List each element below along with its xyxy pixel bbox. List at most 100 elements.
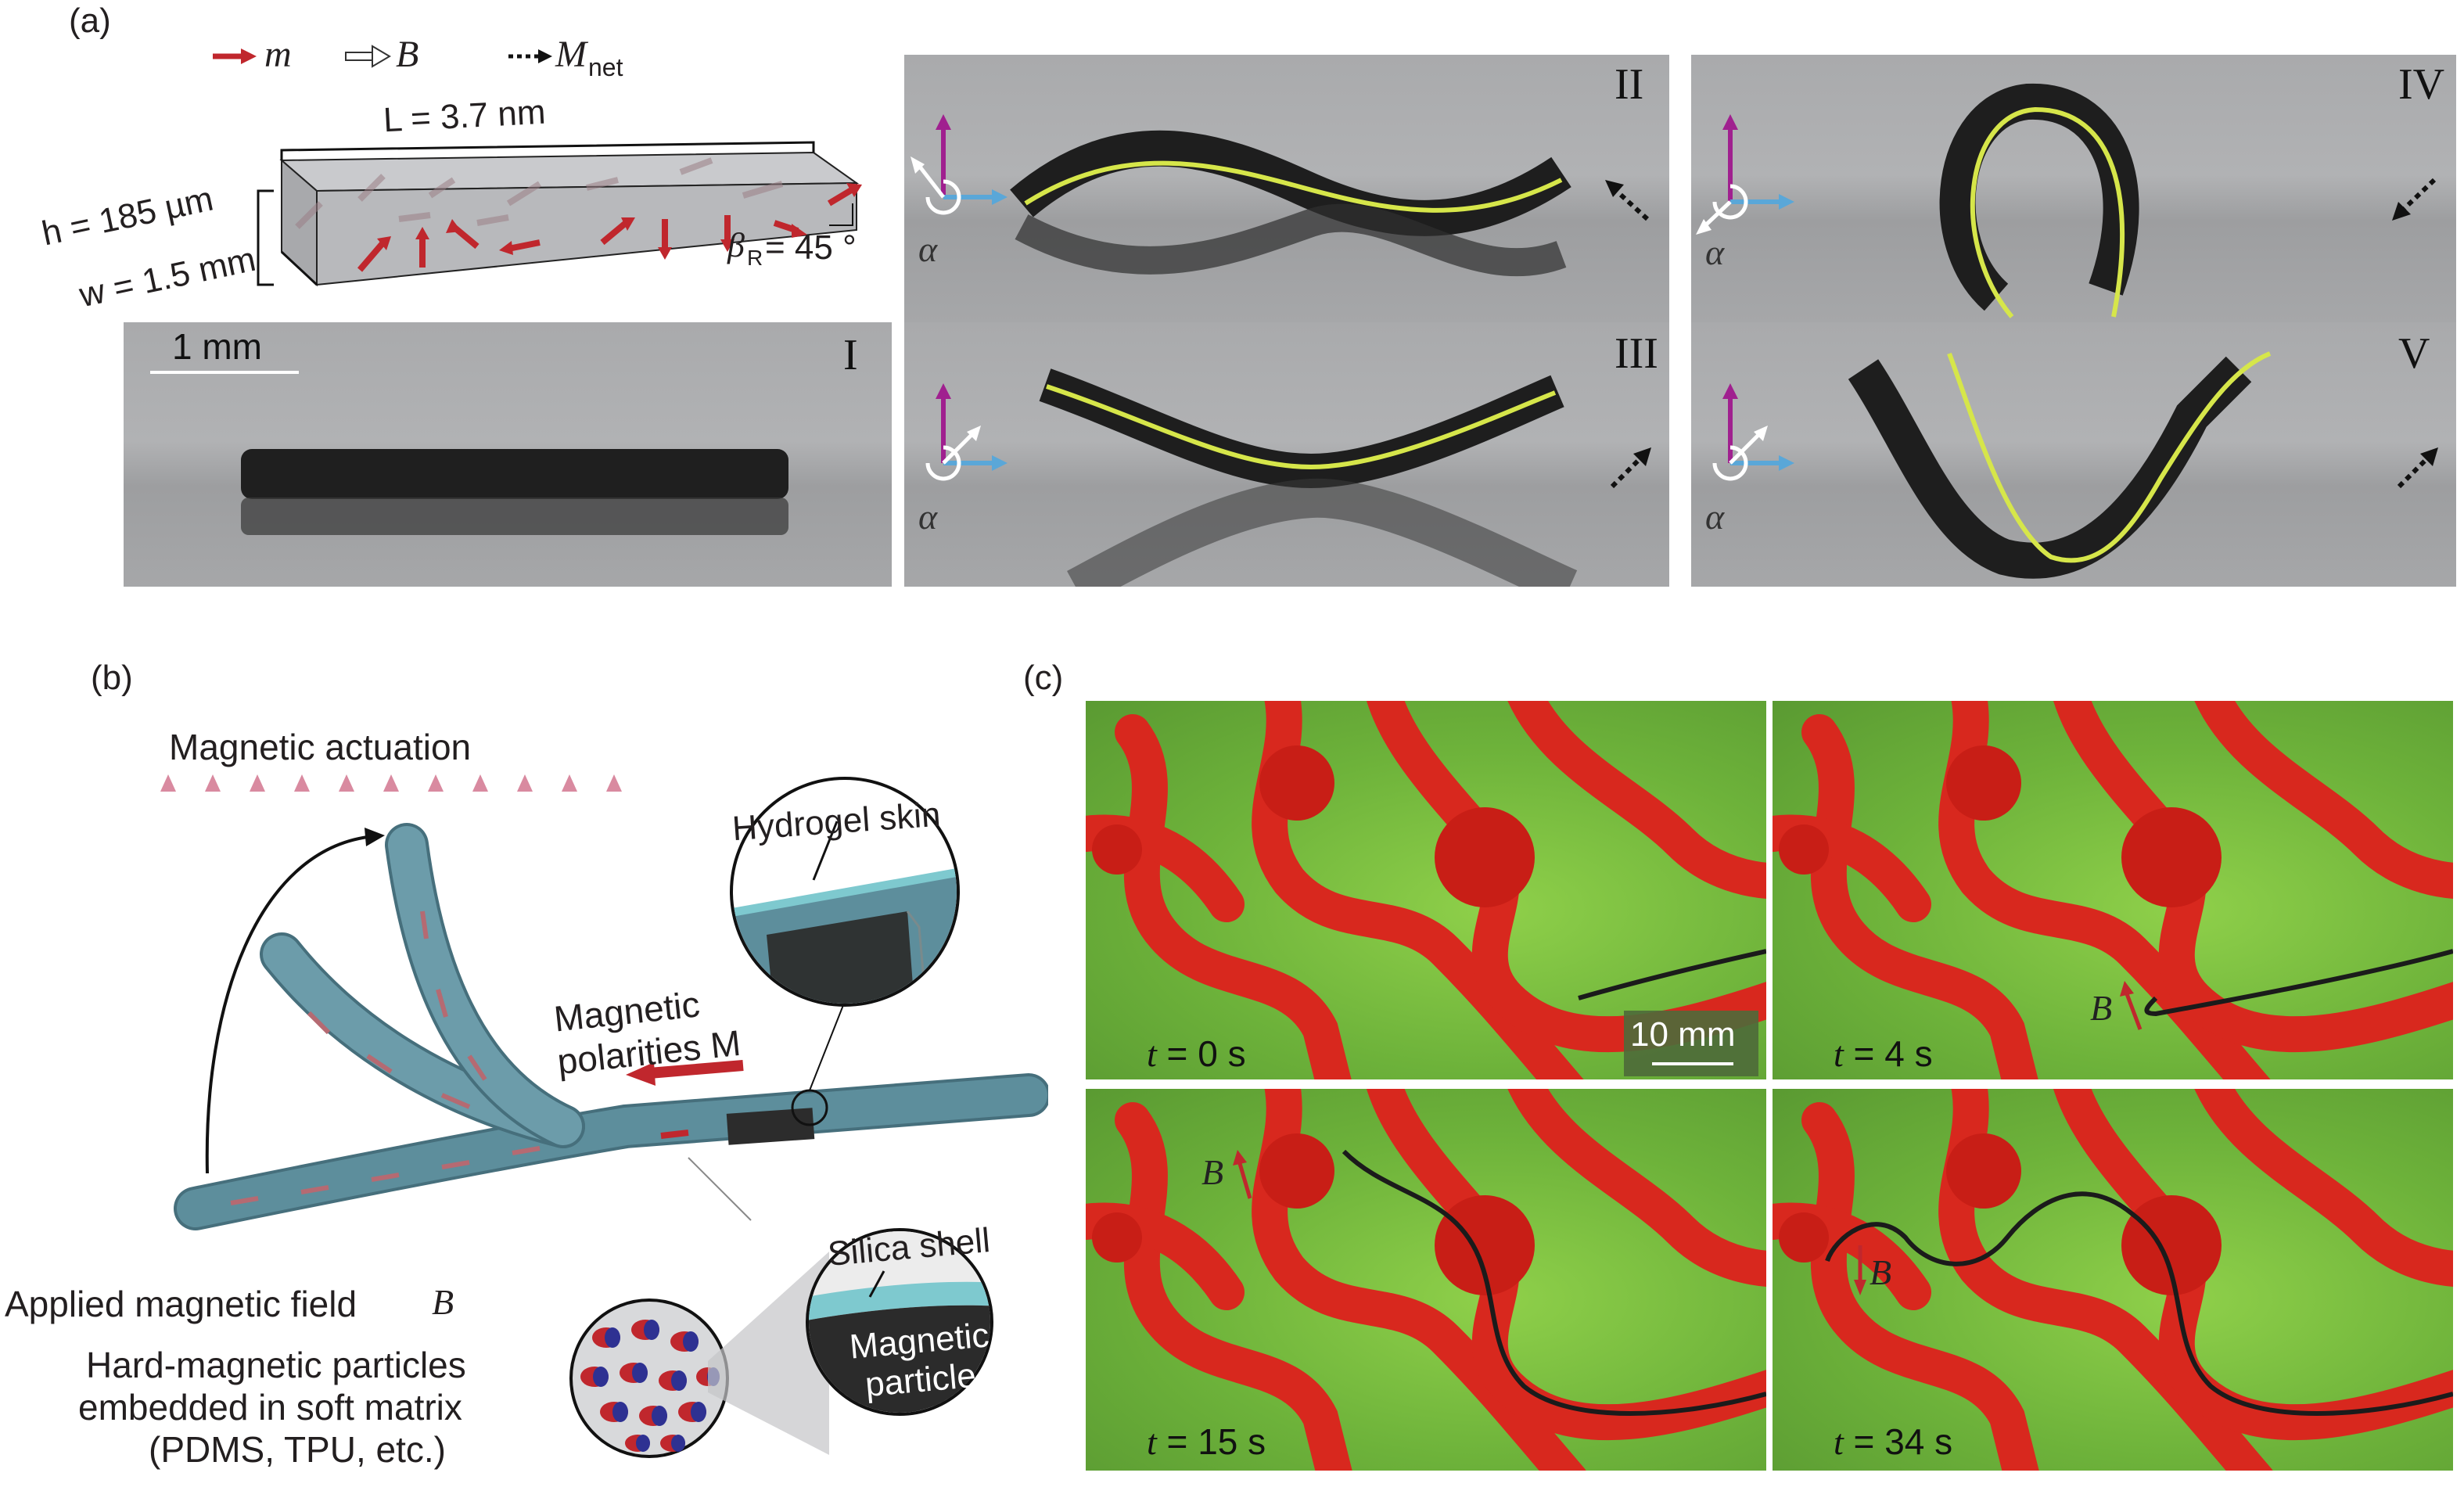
rod-polarity-arrows [230, 911, 541, 1205]
axis-icon [1712, 383, 1794, 481]
field-arrow [2124, 991, 2143, 1030]
width-bracket [280, 250, 318, 286]
legend-mnet: M [555, 34, 587, 75]
frame-iii: III α [904, 322, 1669, 587]
frame-v: V α [1691, 322, 2456, 587]
scale-bar-label: 1 mm [172, 326, 262, 367]
vessels-svg [1086, 1089, 1766, 1471]
mnet-arrow-icon [2397, 447, 2438, 489]
time-label: t = 15 s [1147, 1421, 1266, 1463]
legend-b: B [396, 34, 419, 75]
beam-svg [257, 141, 862, 287]
guidewire [2144, 949, 2453, 1017]
zoom-line-2 [688, 1157, 752, 1221]
fit-curve [1947, 351, 2272, 563]
guidewire [1342, 1149, 1766, 1416]
vessels-svg [1773, 701, 2453, 1079]
strip-reflection [1067, 478, 1578, 587]
field-arrowheads [160, 774, 622, 792]
alpha-label: α [918, 229, 938, 269]
particles-label-1: Hard-magnetic particles [86, 1345, 466, 1385]
zoom-cone [708, 1252, 829, 1455]
legend-mnet-sub: net [588, 53, 623, 81]
legend: m B M net [211, 30, 649, 84]
frame-iv: IV α [1691, 55, 2456, 322]
legend-m: m [264, 34, 292, 75]
frame-iv-label: IV [2398, 60, 2445, 109]
frame-ii-svg [911, 114, 1650, 277]
alpha-label: α [918, 497, 938, 537]
aneurysm [1946, 1133, 2021, 1209]
field-arrowhead [2120, 981, 2134, 997]
axis-icon [1696, 114, 1794, 235]
frame-iii-svg [925, 368, 1651, 587]
panel-b-diagram: Magnetic actuation Magnetic polarities M… [0, 704, 1051, 1501]
alpha-label: α [1705, 232, 1725, 272]
polarity-arrowhead [626, 1062, 656, 1086]
frame-c-1: B t = 4 s [1773, 701, 2453, 1079]
strip [241, 449, 788, 499]
actuation-label: Magnetic actuation [169, 727, 472, 767]
field-label: Applied magnetic field [5, 1284, 357, 1324]
scale-bar-box [1624, 1011, 1758, 1076]
field-symbol: B [1201, 1152, 1224, 1192]
fit-curve [1970, 106, 2125, 318]
frame-v-label: V [2398, 329, 2430, 378]
scale-bar-label: 10 mm [1630, 1015, 1736, 1054]
frame-i: 1 mm I [124, 322, 892, 587]
rod-flat [177, 1076, 1047, 1227]
beam-diagram: L = 3.7 nm h = 185 µm w = 1.5 mm β R = 4… [38, 86, 884, 321]
aneurysm [2121, 807, 2222, 907]
background-moments [295, 157, 784, 229]
time-label: t = 34 s [1834, 1421, 1952, 1463]
rod-up [388, 826, 582, 1145]
field-arrowhead [1854, 1280, 1866, 1295]
t-symbol: t [1834, 1034, 1844, 1074]
scale-bar-line [1652, 1062, 1733, 1065]
field-arrow [1237, 1160, 1252, 1199]
panel-b-label: (b) [91, 659, 133, 697]
frame-i-label: I [843, 331, 858, 379]
aneurysm [1779, 1212, 1829, 1263]
height-bracket [257, 189, 274, 286]
strip [1848, 356, 2252, 579]
rod-core [726, 1108, 815, 1145]
legend-arrows [213, 45, 552, 68]
rod-core-arrows [660, 1130, 689, 1139]
aneurysm [1259, 1133, 1334, 1209]
t-symbol: t [1834, 1422, 1844, 1462]
guidewire [1578, 949, 1766, 1000]
hydrogel-zoom-content [733, 866, 957, 1004]
hydrogel-pointer [812, 821, 839, 881]
aneurysm [1259, 745, 1334, 821]
mnet-arrow-icon [2392, 178, 2437, 221]
scale-bar-line [150, 371, 299, 374]
magnetization-heads [377, 183, 862, 260]
particles [580, 1320, 720, 1452]
mnet-arrow-icon [1610, 447, 1651, 489]
frame-c-2: B t = 15 s [1086, 1089, 1766, 1471]
time-value: = 15 s [1156, 1421, 1266, 1462]
vessels-svg [1086, 701, 1766, 1079]
panel-c-label: (c) [1023, 659, 1064, 697]
time-value: = 34 s [1843, 1421, 1953, 1462]
strip-reflection [1015, 203, 1567, 277]
frame-v-svg [1712, 351, 2438, 579]
angle-mark [829, 203, 853, 226]
time-label: t = 0 s [1147, 1033, 1246, 1075]
length-bracket [280, 141, 815, 160]
actuation-arrowhead [365, 828, 385, 846]
panel-b-svg [160, 774, 1051, 1458]
aneurysm [1779, 824, 1829, 875]
aneurysm [1435, 1195, 1535, 1295]
frame-iv-svg [1696, 83, 2437, 318]
frame-iii-label: III [1615, 329, 1658, 378]
aneurysm [2121, 1195, 2222, 1295]
strip-reflection [241, 497, 788, 535]
fit-curve [1024, 160, 1563, 213]
beta-label: β [727, 226, 745, 264]
silica-pointer [868, 1270, 885, 1298]
vessels-svg [1773, 1089, 2453, 1471]
frame-ii-label: II [1615, 60, 1644, 109]
beta-value: = 45 ° [765, 228, 857, 267]
